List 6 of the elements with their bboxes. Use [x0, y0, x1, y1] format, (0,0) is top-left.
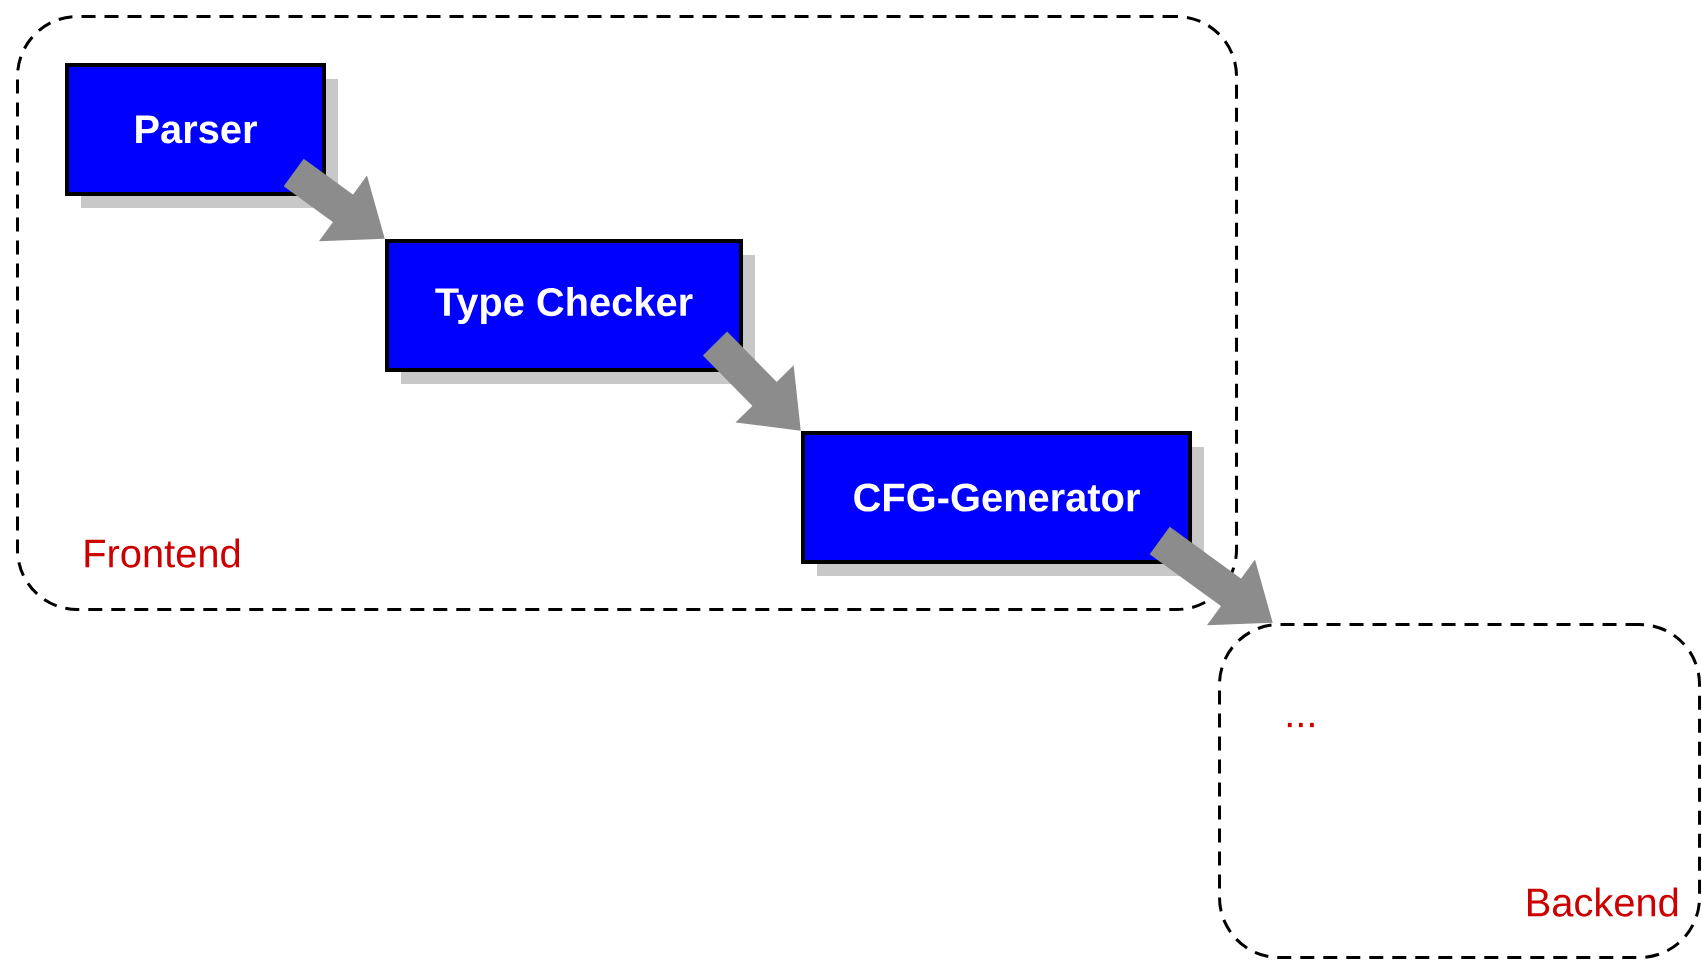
- process-box: CFG-Generator: [801, 431, 1204, 576]
- process-box: Type Checker: [385, 239, 755, 384]
- group-label: Backend: [1528, 887, 1678, 917]
- process-box: Parser: [65, 63, 338, 208]
- group-label: ...: [1287, 722, 1314, 728]
- group-label: Frontend: [85, 538, 240, 568]
